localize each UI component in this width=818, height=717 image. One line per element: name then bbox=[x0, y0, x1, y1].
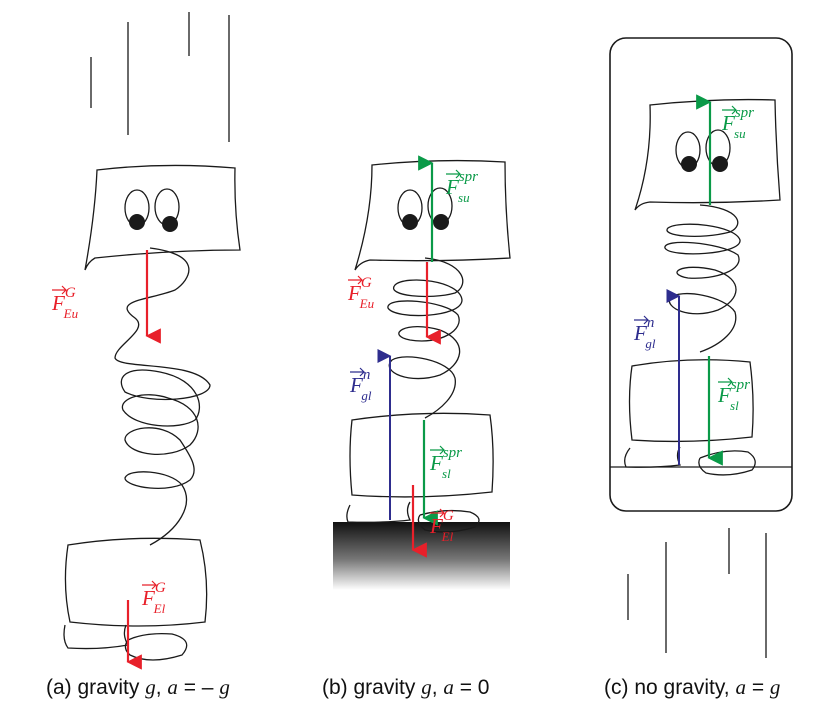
caption-b-mid: , bbox=[431, 676, 444, 699]
upper-mass-a bbox=[84, 164, 241, 271]
caption-b-prefix: (b) gravity bbox=[322, 676, 422, 699]
caption-b: (b) gravity g, a = 0 bbox=[322, 675, 489, 700]
feet-a bbox=[63, 624, 188, 661]
caption-c-rest: = bbox=[745, 676, 770, 699]
motion-lines-a bbox=[90, 12, 230, 142]
caption-a-prefix: (a) gravity bbox=[46, 676, 146, 699]
caption-a-g2: g bbox=[219, 675, 230, 699]
upper-mass-c bbox=[634, 98, 781, 211]
caption-a: (a) gravity g, a = – g bbox=[46, 675, 230, 700]
lower-mass-c bbox=[628, 359, 754, 443]
feet-c bbox=[624, 446, 756, 476]
eyes-c bbox=[675, 129, 731, 172]
caption-c-g: g bbox=[769, 675, 781, 699]
caption-a-a: a bbox=[167, 675, 178, 699]
panel-c bbox=[609, 37, 793, 658]
elevator-box-c bbox=[609, 37, 793, 512]
caption-c-prefix: (c) no gravity, bbox=[604, 676, 736, 699]
lower-mass-b bbox=[349, 412, 494, 498]
vector-arrows-b bbox=[348, 169, 461, 518]
panel-a bbox=[63, 12, 241, 661]
lower-mass-a bbox=[64, 537, 208, 627]
spring-b bbox=[387, 257, 464, 419]
vector-arrows-a bbox=[52, 285, 157, 590]
upper-mass-b bbox=[354, 159, 511, 271]
eyes-a bbox=[124, 188, 180, 232]
caption-b-a: a bbox=[443, 675, 454, 699]
caption-b-g: g bbox=[421, 675, 432, 699]
feet-b bbox=[346, 501, 480, 533]
caption-c-a: a bbox=[735, 675, 746, 699]
spring-c bbox=[664, 204, 741, 353]
vector-arrows-c bbox=[634, 105, 737, 387]
caption-a-rest: = – bbox=[177, 676, 220, 699]
motion-lines-c bbox=[627, 528, 767, 658]
caption-b-rest: = 0 bbox=[453, 676, 490, 699]
caption-c: (c) no gravity, a = g bbox=[604, 675, 780, 700]
spring-a bbox=[114, 247, 211, 546]
eyes-b bbox=[397, 187, 453, 230]
panel-b bbox=[346, 159, 511, 533]
caption-a-g: g bbox=[145, 675, 156, 699]
floor-b bbox=[333, 522, 510, 590]
caption-a-mid: , bbox=[155, 676, 168, 699]
